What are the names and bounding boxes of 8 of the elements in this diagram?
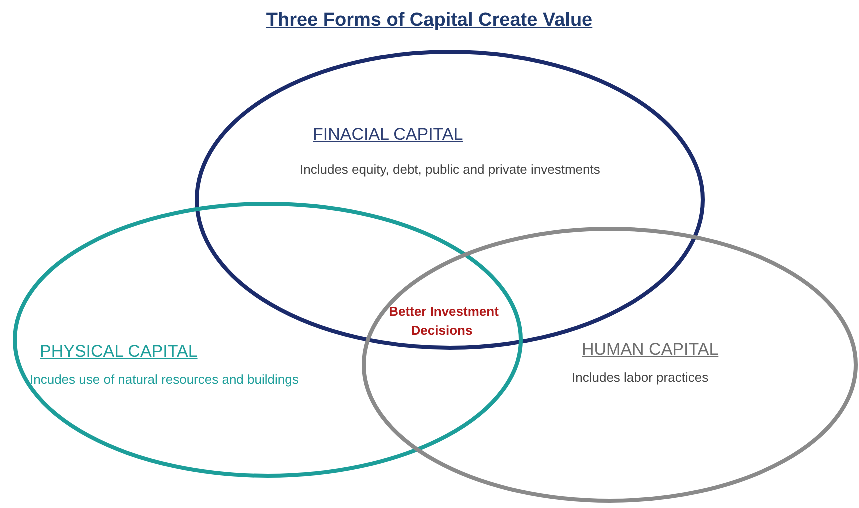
circle-description: Includes equity, debt, public and private investments	[300, 162, 600, 177]
circle-title: HUMAN CAPITAL	[582, 340, 719, 360]
diagram-title: Three Forms of Capital Create Value	[266, 10, 593, 31]
overlap-label: Better Investment Decisions	[388, 304, 499, 338]
circle-title: FINACIAL CAPITAL	[313, 125, 464, 145]
circle-description: Includes labor practices	[572, 370, 709, 385]
circle-title: PHYSICAL CAPITAL	[40, 342, 198, 362]
circle-description: Incudes use of natural resources and buildings	[30, 372, 299, 387]
